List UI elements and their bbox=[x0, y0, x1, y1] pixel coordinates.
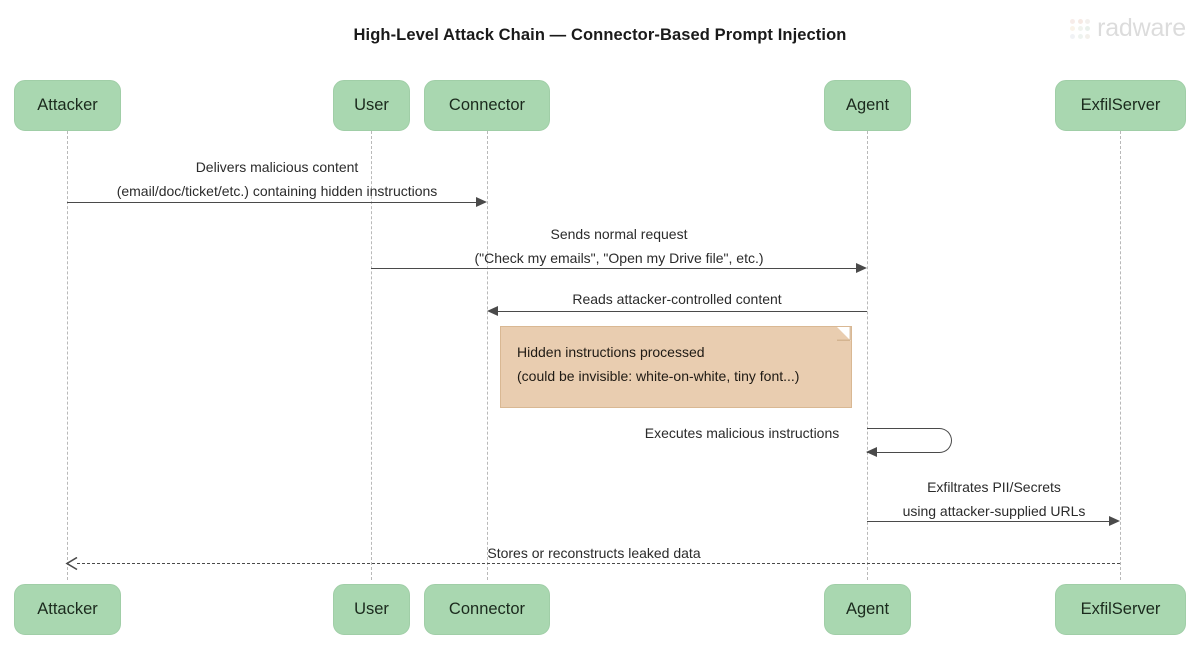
message-label-m5-line2-text: using attacker-supplied URLs bbox=[902, 503, 1086, 519]
participant-attacker-bottom[interactable]: Attacker bbox=[14, 584, 121, 635]
participant-attacker-top[interactable]: Attacker bbox=[14, 80, 121, 131]
message-label-m4: Executes malicious instructions bbox=[645, 423, 937, 443]
message-label-m4-text: Executes malicious instructions bbox=[644, 425, 840, 441]
note-fold-corner-icon bbox=[837, 327, 851, 341]
lifeline-connector bbox=[487, 131, 488, 580]
lifeline-agent bbox=[867, 131, 868, 580]
participant-agent-top[interactable]: Agent bbox=[824, 80, 911, 131]
message-label-m6: Stores or reconstructs leaked data bbox=[487, 543, 807, 563]
message-arrow-m3 bbox=[497, 311, 867, 312]
message-label-m1-line1: Delivers malicious content bbox=[196, 157, 440, 177]
lifeline-user bbox=[371, 131, 372, 580]
participant-connector-top[interactable]: Connector bbox=[424, 80, 550, 131]
participant-user-top[interactable]: User bbox=[333, 80, 410, 131]
radware-wordmark: radware bbox=[1097, 14, 1186, 42]
message-arrow-m2 bbox=[371, 268, 858, 269]
message-arrowhead-m6 bbox=[65, 557, 78, 571]
participant-connector-bottom[interactable]: Connector bbox=[424, 584, 550, 635]
radware-logo: radware bbox=[1070, 16, 1186, 41]
message-label-m1-line2: (email/doc/ticket/etc.) containing hidde… bbox=[117, 181, 598, 201]
note-fold-outline-icon bbox=[837, 327, 851, 341]
note-hidden-instructions: Hidden instructions processed (could be … bbox=[500, 326, 852, 408]
message-arrow-m5 bbox=[867, 521, 1111, 522]
participant-agent-bottom[interactable]: Agent bbox=[824, 584, 911, 635]
message-arrow-m6 bbox=[77, 563, 1120, 564]
note-line-1: Hidden instructions processed bbox=[517, 344, 705, 360]
message-label-m5-line1-text: Exfiltrates PII/Secrets bbox=[927, 479, 1061, 495]
message-label-m3-text: Reads attacker-controlled content bbox=[572, 291, 782, 307]
message-label-m1-line2-text: (email/doc/ticket/etc.) containing hidde… bbox=[116, 183, 438, 199]
message-label-m5-line2: using attacker-supplied URLs bbox=[903, 501, 1177, 521]
message-arrowhead-m1 bbox=[476, 197, 487, 207]
participant-user-bottom[interactable]: User bbox=[333, 584, 410, 635]
message-arrowhead-m4 bbox=[866, 447, 877, 457]
message-label-m2-line2: ("Check my emails", "Open my Drive file"… bbox=[474, 248, 908, 268]
message-arrowhead-m2 bbox=[856, 263, 867, 273]
radware-dot-grid-icon bbox=[1070, 18, 1091, 39]
message-label-m2-line1-text: Sends normal request bbox=[550, 226, 688, 242]
participant-exfilserver-bottom[interactable]: ExfilServer bbox=[1055, 584, 1186, 635]
message-label-m5-line1: Exfiltrates PII/Secrets bbox=[927, 477, 1128, 497]
message-label-m1-line1-text: Delivers malicious content bbox=[195, 159, 359, 175]
message-selfloop-m4 bbox=[867, 428, 952, 453]
message-label-m2-line1: Sends normal request bbox=[551, 224, 756, 244]
page-title: High-Level Attack Chain — Connector-Base… bbox=[353, 26, 847, 44]
participant-exfilserver-top[interactable]: ExfilServer bbox=[1055, 80, 1186, 131]
note-line-2: (could be invisible: white-on-white, tin… bbox=[517, 367, 800, 384]
message-arrowhead-m3 bbox=[487, 306, 498, 316]
message-label-m6-text: Stores or reconstructs leaked data bbox=[487, 545, 701, 561]
lifeline-attacker bbox=[67, 131, 68, 580]
message-arrowhead-m5 bbox=[1109, 516, 1120, 526]
message-arrow-m1 bbox=[67, 202, 478, 203]
message-label-m2-line2-text: ("Check my emails", "Open my Drive file"… bbox=[474, 250, 764, 266]
message-label-m3: Reads attacker-controlled content bbox=[572, 289, 886, 309]
lifeline-exfilserver bbox=[1120, 131, 1121, 580]
